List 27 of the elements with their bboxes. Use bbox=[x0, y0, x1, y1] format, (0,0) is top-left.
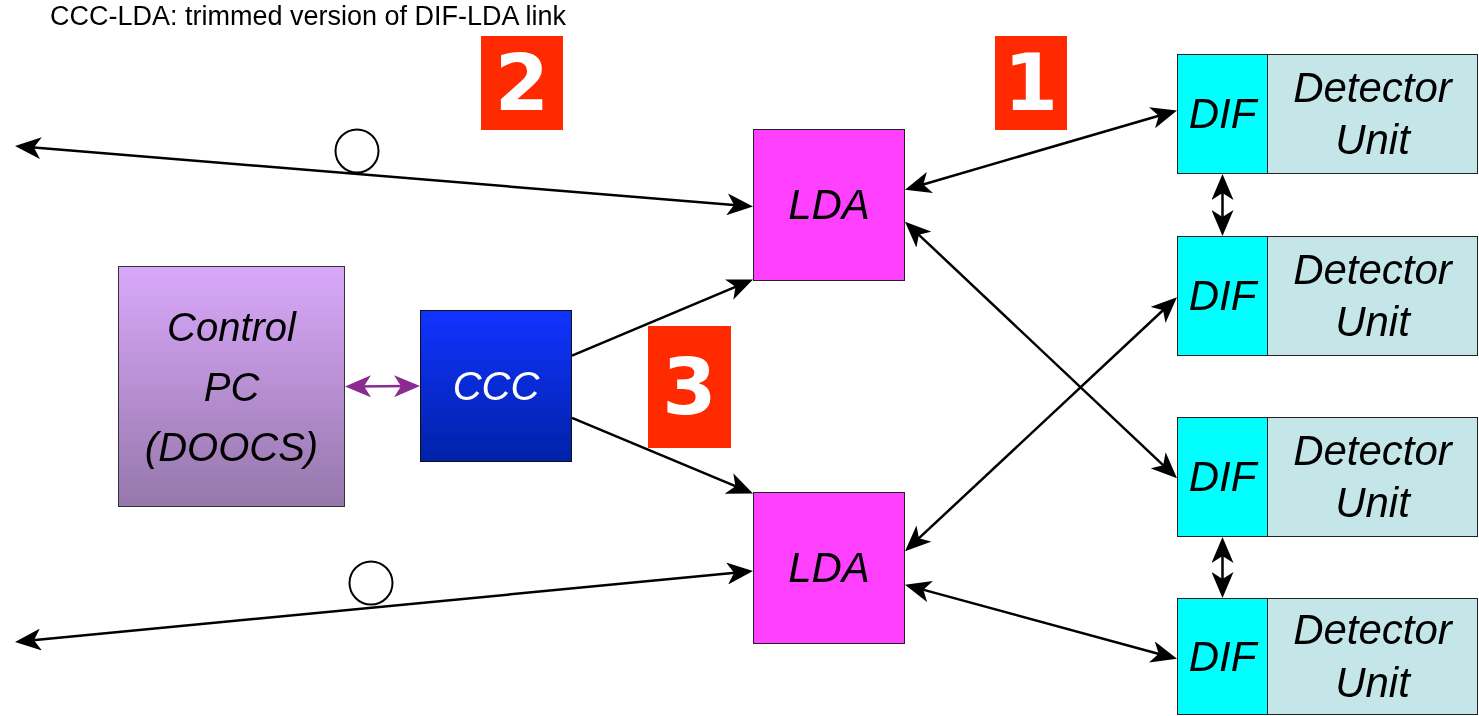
lda-box: LDA bbox=[753, 129, 905, 281]
step-number-badge: 3 bbox=[648, 326, 731, 448]
title: CCC-LDA: trimmed version of DIF-LDA link bbox=[50, 0, 567, 32]
step-number-badge: 1 bbox=[995, 36, 1067, 130]
step-number-badge: 2 bbox=[481, 36, 563, 130]
arrow bbox=[905, 297, 1177, 552]
arrow bbox=[1211, 537, 1234, 598]
arrow bbox=[571, 279, 753, 357]
arrow bbox=[15, 562, 753, 651]
arrow bbox=[15, 137, 753, 216]
arrow bbox=[905, 580, 1177, 663]
detector-unit-box: Detector Unit bbox=[1268, 54, 1478, 174]
dif-box: DIF bbox=[1177, 236, 1268, 356]
dif-box: DIF bbox=[1177, 417, 1268, 537]
detector-unit-box: Detector Unit bbox=[1268, 417, 1478, 537]
lda-box: LDA bbox=[753, 492, 905, 644]
detector-unit-box: Detector Unit bbox=[1268, 236, 1478, 356]
arrow bbox=[1211, 174, 1234, 236]
arrow bbox=[571, 416, 753, 494]
arrow bbox=[905, 221, 1177, 479]
dif-box: DIF bbox=[1177, 598, 1268, 715]
dif-box: DIF bbox=[1177, 54, 1268, 174]
ccc-box: CCC bbox=[420, 310, 572, 462]
detector-unit-box: Detector Unit bbox=[1268, 598, 1478, 715]
control-pc-box: Control PC (DOOCS) bbox=[118, 266, 345, 507]
arrow bbox=[905, 107, 1177, 194]
arrow bbox=[345, 375, 420, 398]
